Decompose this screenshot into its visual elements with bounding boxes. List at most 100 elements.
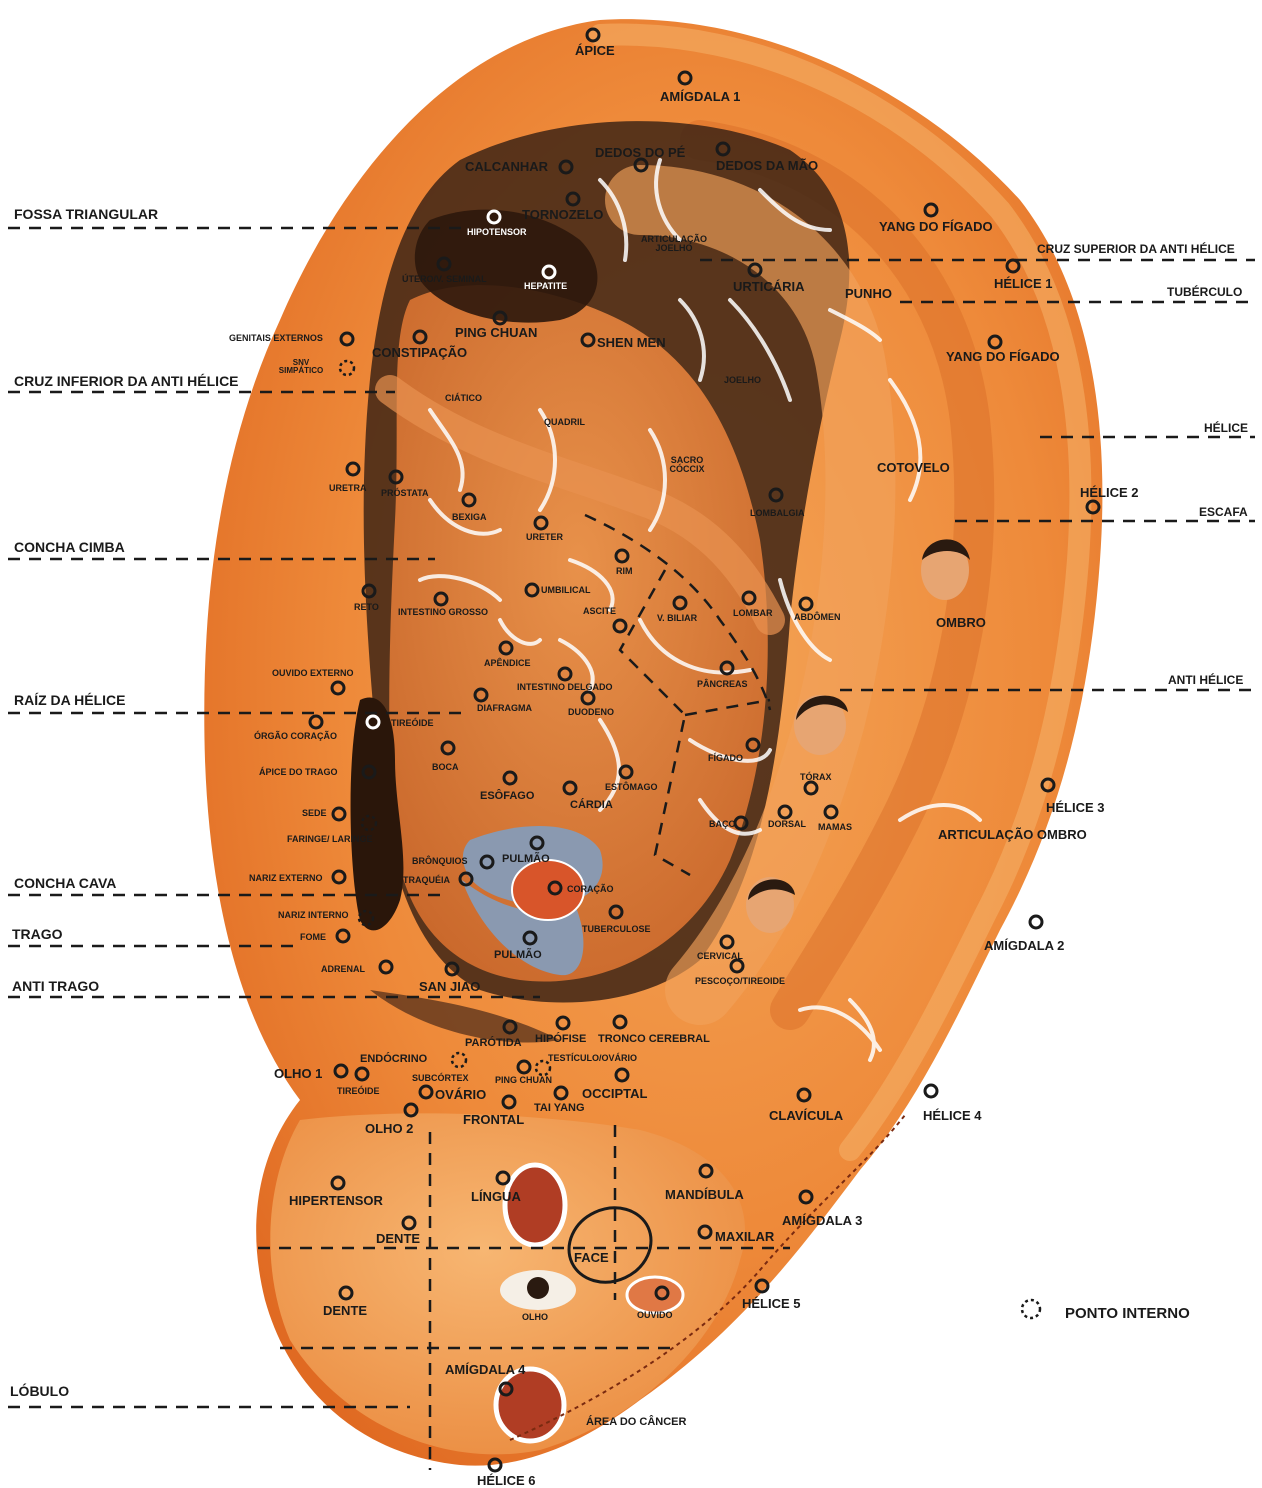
point-intestino-delgado: INTESTINO DELGADO — [517, 683, 613, 692]
point-ping-chuan-top: PING CHUAN — [455, 326, 537, 339]
point-helice1: HÉLICE 1 — [994, 277, 1053, 290]
point-quadril: QUADRIL — [544, 418, 585, 427]
point-prostata: PRÓSTATA — [381, 489, 429, 498]
point-pulmao-top: PULMÃO — [502, 854, 550, 865]
point-diafragma: DIAFRAGMA — [477, 704, 532, 713]
label-cruz-inferior: CRUZ INFERIOR DA ANTI HÉLICE — [14, 374, 239, 388]
point-faringe: FARINGE/ LARINGE — [287, 835, 373, 844]
point-mamas: MAMAS — [818, 823, 852, 832]
point-traqueia: TRAQUÉIA — [403, 876, 450, 885]
point-face: FACE — [574, 1251, 609, 1264]
point-hipofise: HIPÓFISE — [535, 1034, 586, 1045]
point-dedos-mao: DEDOS DA MÃO — [716, 159, 818, 172]
point-snv: SNV SIMPÁTICO — [276, 359, 326, 375]
label-trago: TRAGO — [12, 927, 63, 941]
point-constipacao: CONSTIPAÇÃO — [372, 346, 467, 359]
label-anti-helice: ANTI HÉLICE — [1168, 674, 1243, 686]
point-shen-men: SHEN MEN — [597, 336, 666, 349]
point-tireoide-bottom: TIREÓIDE — [337, 1087, 380, 1096]
point-testiculo: TESTÍCULO/OVÁRIO — [548, 1054, 637, 1063]
point-duodeno: DUODENO — [568, 708, 614, 717]
label-concha-cimba: CONCHA CIMBA — [14, 540, 125, 554]
point-figado: FÍGADO — [708, 754, 743, 763]
point-ciatico: CIÁTICO — [445, 394, 482, 403]
point-san-jiao: SAN JIAO — [419, 980, 480, 993]
point-ureter: URETER — [526, 533, 563, 542]
point-helice4: HÉLICE 4 — [923, 1109, 982, 1122]
point-olho1: OLHO 1 — [274, 1067, 322, 1080]
point-punho: PUNHO — [845, 287, 892, 300]
point-utero: ÚTERO/V. SEMINAL — [402, 275, 487, 284]
point-fome: FOME — [300, 933, 326, 942]
label-helice: HÉLICE — [1204, 422, 1248, 434]
point-pancreas: PÂNCREAS — [697, 680, 748, 689]
point-apice: ÁPICE — [575, 44, 615, 57]
point-lingua: LÍNGUA — [471, 1190, 521, 1203]
label-concha-cava: CONCHA CAVA — [14, 876, 116, 890]
point-rim: RIM — [616, 567, 633, 576]
point-bronquios: BRÔNQUIOS — [412, 857, 468, 866]
point-ouvido: OUVIDO — [637, 1311, 673, 1320]
point-joelho: JOELHO — [724, 376, 761, 385]
point-uretra: URETRA — [329, 484, 367, 493]
point-frontal: FRONTAL — [463, 1113, 524, 1126]
point-tornozelo: TORNOZELO — [522, 208, 603, 221]
point-articulacao-joelho: ARTICULAÇÃO JOELHO — [634, 235, 714, 253]
point-lombar: LOMBAR — [733, 609, 773, 618]
point-subcortex: SUBCÓRTEX — [412, 1074, 469, 1083]
point-helice6: HÉLICE 6 — [477, 1474, 536, 1487]
point-coracao: CORAÇÃO — [567, 885, 614, 894]
point-amigdala3: AMÍGDALA 3 — [782, 1214, 862, 1227]
point-intestino-grosso: INTESTINO GROSSO — [398, 608, 488, 617]
point-mandibula: MANDÍBULA — [665, 1188, 744, 1201]
point-urticaria: URTICÁRIA — [733, 280, 805, 293]
label-tuberculo: TUBÉRCULO — [1167, 286, 1242, 298]
point-nariz-externo: NARIZ EXTERNO — [249, 874, 323, 883]
point-occiptal: OCCIPTAL — [582, 1087, 647, 1100]
point-abdomen: ABDÔMEN — [794, 613, 841, 622]
point-cardia: CÁRDIA — [570, 800, 613, 811]
point-sacro: SACRO CÓCCIX — [662, 456, 712, 474]
point-reto: RETO — [354, 603, 379, 612]
point-amigdala1: AMÍGDALA 1 — [660, 90, 740, 103]
point-helice2: HÉLICE 2 — [1080, 486, 1139, 499]
point-cotovelo: COTOVELO — [877, 461, 950, 474]
point-v-biliar: V. BILIAR — [657, 614, 697, 623]
point-lombalgia: LOMBALGIA — [750, 509, 805, 518]
point-apendice: APÊNDICE — [484, 659, 531, 668]
point-ascite: ASCITE — [583, 607, 616, 616]
point-tai-yang: TAI YANG — [534, 1103, 585, 1114]
point-estomago: ESTÔMAGO — [605, 783, 658, 792]
point-hipotensor: HIPOTENSOR — [467, 228, 527, 237]
point-genitais: GENITAIS EXTERNOS — [229, 334, 323, 343]
mouth-bottom — [496, 1369, 564, 1441]
point-helice5: HÉLICE 5 — [742, 1297, 801, 1310]
point-umbilical: UMBILICAL — [541, 586, 591, 595]
point-clavicula: CLAVÍCULA — [769, 1109, 843, 1122]
label-lobulo: LÓBULO — [10, 1384, 69, 1398]
label-fossa-triangular: FOSSA TRIANGULAR — [14, 207, 158, 221]
point-ovario: OVÁRIO — [435, 1088, 486, 1101]
point-tuberculose: TUBERCULOSE — [582, 925, 651, 934]
point-helice3: HÉLICE 3 — [1046, 801, 1105, 814]
point-yang-figado-2: YANG DO FÍGADO — [946, 350, 1060, 363]
point-hepatite: HEPATITE — [524, 282, 567, 291]
point-adrenal: ADRENAL — [321, 965, 365, 974]
point-endocrino: ENDÓCRINO — [360, 1054, 427, 1065]
point-pescoco: PESCOÇO/TIREOIDE — [695, 977, 785, 986]
point-area-cancer: ÁREA DO CÂNCER — [586, 1417, 686, 1428]
point-ombro: OMBRO — [936, 616, 986, 629]
point-cervical: CERVICAL — [697, 952, 743, 961]
point-olho2: OLHO 2 — [365, 1122, 413, 1135]
point-dente-2: DENTE — [323, 1304, 367, 1317]
point-yang-figado-1: YANG DO FÍGADO — [879, 220, 993, 233]
point-sede: SEDE — [302, 809, 327, 818]
point-olho: OLHO — [522, 1313, 548, 1322]
point-amigdala4: AMÍGDALA 4 — [445, 1363, 525, 1376]
label-raiz-helice: RAÍZ DA HÉLICE — [14, 693, 125, 707]
point-hipertensor: HIPERTENSOR — [289, 1194, 383, 1207]
point-ouvido-externo: OUVIDO EXTERNO — [272, 669, 354, 678]
point-parotida: PARÓTIDA — [465, 1038, 522, 1049]
